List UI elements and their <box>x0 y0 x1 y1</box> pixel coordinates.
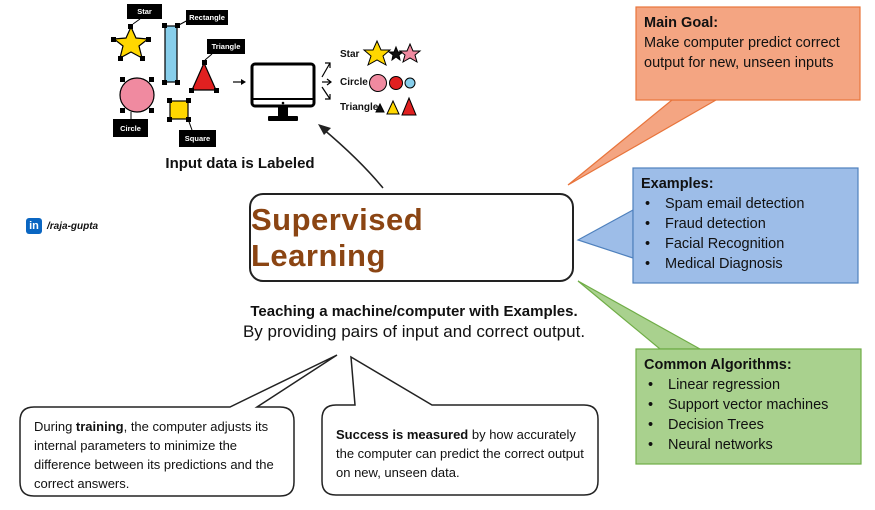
training-pre: During <box>34 419 76 434</box>
tag-rectangle: Rectangle <box>186 10 228 25</box>
input-circle-shape <box>119 77 155 113</box>
prediction-triangle-black <box>375 102 385 113</box>
linkedin-handle: /raja-gupta <box>47 220 99 232</box>
examples-pointer <box>576 208 634 259</box>
main-goal-text: Make computer predict correct output for… <box>644 35 840 71</box>
circle-handles <box>120 77 154 113</box>
central-concept-box: Supervised Learning <box>249 193 574 282</box>
square-tag-connector <box>187 118 193 131</box>
prediction-triangle-red <box>401 96 417 116</box>
training-bubble <box>19 354 338 497</box>
success-post: by how accurately the computer can predi… <box>336 427 584 480</box>
algorithms-callout: Common Algorithms: Linear regression Sup… <box>636 349 861 464</box>
list-item: Decision Trees <box>644 415 853 435</box>
examples-callout: Examples: Spam email detection Fraud det… <box>633 168 858 283</box>
input-arrow <box>321 127 384 189</box>
prediction-star-pink <box>398 42 422 64</box>
main-goal-callout: Main Goal: Make computer predict correct… <box>636 7 860 100</box>
list-item: Support vector machines <box>644 395 853 415</box>
output-arrows <box>321 62 332 100</box>
tag-triangle: Triangle <box>207 39 245 54</box>
algorithms-heading: Common Algorithms: <box>644 357 792 373</box>
training-note: During training, the computer adjusts it… <box>34 417 284 493</box>
prediction-triangles <box>375 96 417 116</box>
list-item: Spam email detection <box>641 194 850 214</box>
linkedin-icon: in <box>26 218 42 234</box>
examples-list: Spam email detection Fraud detection Fac… <box>641 194 850 274</box>
prediction-label-triangle: Triangle <box>340 102 379 113</box>
prediction-circle-blue <box>404 77 416 89</box>
prediction-star-black <box>387 45 405 62</box>
teaching-line-1: Teaching a machine/computer with Example… <box>250 303 578 320</box>
linkedin-link[interactable]: in /raja-gupta <box>26 218 98 234</box>
prediction-stars <box>362 39 422 67</box>
tag-square: Square <box>179 130 216 147</box>
prediction-circle-red <box>389 76 403 90</box>
tag-star: Star <box>127 4 162 19</box>
input-star-shape <box>112 25 150 60</box>
star-tag-connector <box>132 18 141 25</box>
list-item: Neural networks <box>644 435 853 455</box>
training-post: , the computer adjusts its internal para… <box>34 419 274 491</box>
examples-heading: Examples: <box>641 176 714 192</box>
list-item: Medical Diagnosis <box>641 254 850 274</box>
prediction-circle-pink <box>369 74 387 92</box>
list-item: Facial Recognition <box>641 234 850 254</box>
input-square-shape <box>169 100 189 120</box>
success-note: Success is measured by how accurately th… <box>336 425 586 482</box>
prediction-triangle-yellow <box>386 99 400 115</box>
input-rectangle-shape <box>164 25 178 83</box>
list-item: Fraud detection <box>641 214 850 234</box>
input-triangle-shape <box>191 61 217 91</box>
star-handles <box>111 24 151 61</box>
success-bold: Success is measured <box>336 427 469 442</box>
tag-circle: Circle <box>113 119 148 137</box>
to-computer-arrowhead <box>241 79 246 85</box>
prediction-label-circle: Circle <box>340 77 368 88</box>
prediction-star-yellow <box>362 39 392 67</box>
computer-monitor-icon <box>250 62 316 121</box>
input-data-caption: Input data is Labeled <box>165 155 315 172</box>
prediction-label-star: Star <box>340 49 360 60</box>
prediction-circles <box>369 74 416 92</box>
triangle-tag-connector <box>204 53 213 61</box>
main-goal-box <box>635 6 861 101</box>
input-arrow-head <box>318 124 331 135</box>
main-goal-heading: Main Goal: <box>644 15 719 31</box>
central-title: Supervised Learning <box>251 201 424 273</box>
algorithms-list: Linear regression Support vector machine… <box>644 375 853 455</box>
training-bold: training <box>75 419 124 434</box>
teaching-line-2: By providing pairs of input and correct … <box>242 322 586 341</box>
list-item: Linear regression <box>644 375 853 395</box>
triangle-handles <box>189 60 219 93</box>
success-bubble <box>321 355 599 496</box>
